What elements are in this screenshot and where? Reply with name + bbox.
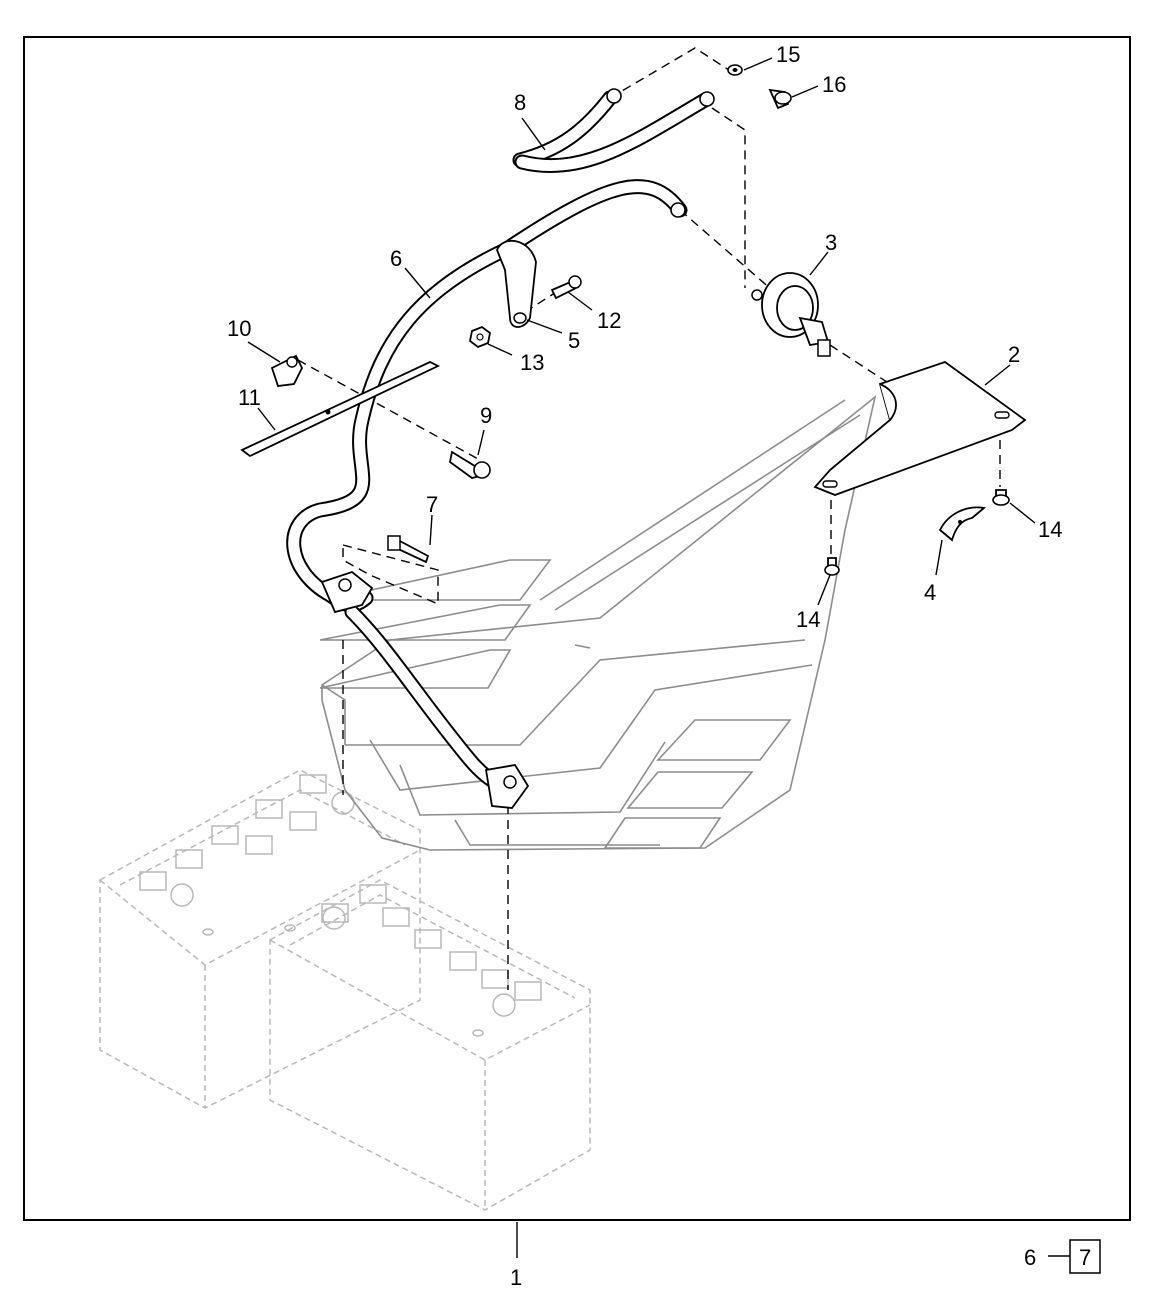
part-14-bolt-upper <box>992 489 1010 506</box>
callout-4: 4 <box>924 580 936 605</box>
battery-right <box>269 879 591 1211</box>
callout-3: 3 <box>825 230 837 255</box>
callout-7: 7 <box>426 492 438 517</box>
callout-10: 10 <box>227 316 251 341</box>
part-10-clip <box>270 354 304 387</box>
part-13-nut <box>469 325 491 349</box>
part-14-bolt-lower <box>824 557 840 576</box>
callout-14-lower: 14 <box>796 607 820 632</box>
battery-left <box>99 769 421 1109</box>
callout-6: 6 <box>390 246 402 271</box>
battery-cover-ghost <box>319 394 877 851</box>
callout-labels: 1 2 3 4 5 6 7 8 9 10 11 12 13 14 14 15 1… <box>227 42 1062 1290</box>
callout-11: 11 <box>238 385 261 410</box>
part-5-clip <box>496 240 537 328</box>
part-11-strap <box>240 361 441 458</box>
page-ref-box <box>1069 1239 1101 1274</box>
page-reference: 6 7 <box>1024 1239 1101 1274</box>
callout-14-upper: 14 <box>1038 517 1062 542</box>
part-3-switch <box>751 272 831 357</box>
part-6-cable <box>286 179 688 809</box>
part-2-bracket <box>813 360 1027 496</box>
battery-right-caps <box>284 884 542 1037</box>
callout-15: 15 <box>776 42 800 67</box>
part-16-bolt <box>768 88 792 110</box>
part-12-bolt <box>550 275 582 300</box>
part-9-bolt <box>449 450 491 479</box>
assembly-lines <box>297 47 1001 990</box>
callout-16: 16 <box>822 72 846 97</box>
callout-5: 5 <box>568 328 580 353</box>
callout-2: 2 <box>1008 342 1020 367</box>
callout-1: 1 <box>510 1265 522 1290</box>
diagram-frame <box>23 36 1131 1221</box>
part-4-guard <box>938 506 987 542</box>
part-7-bolt <box>387 535 430 564</box>
part-8-cable <box>512 88 715 174</box>
callout-13: 13 <box>520 350 544 375</box>
part-15-washer <box>727 64 743 76</box>
callout-8: 8 <box>514 90 526 115</box>
callout-9: 9 <box>480 403 492 428</box>
page-ref-section: 6 <box>1024 1245 1036 1270</box>
battery-left-caps <box>139 774 355 936</box>
leader-lines <box>247 57 1036 1258</box>
callout-12: 12 <box>597 308 621 333</box>
page-ref-page: 7 <box>1079 1245 1091 1270</box>
